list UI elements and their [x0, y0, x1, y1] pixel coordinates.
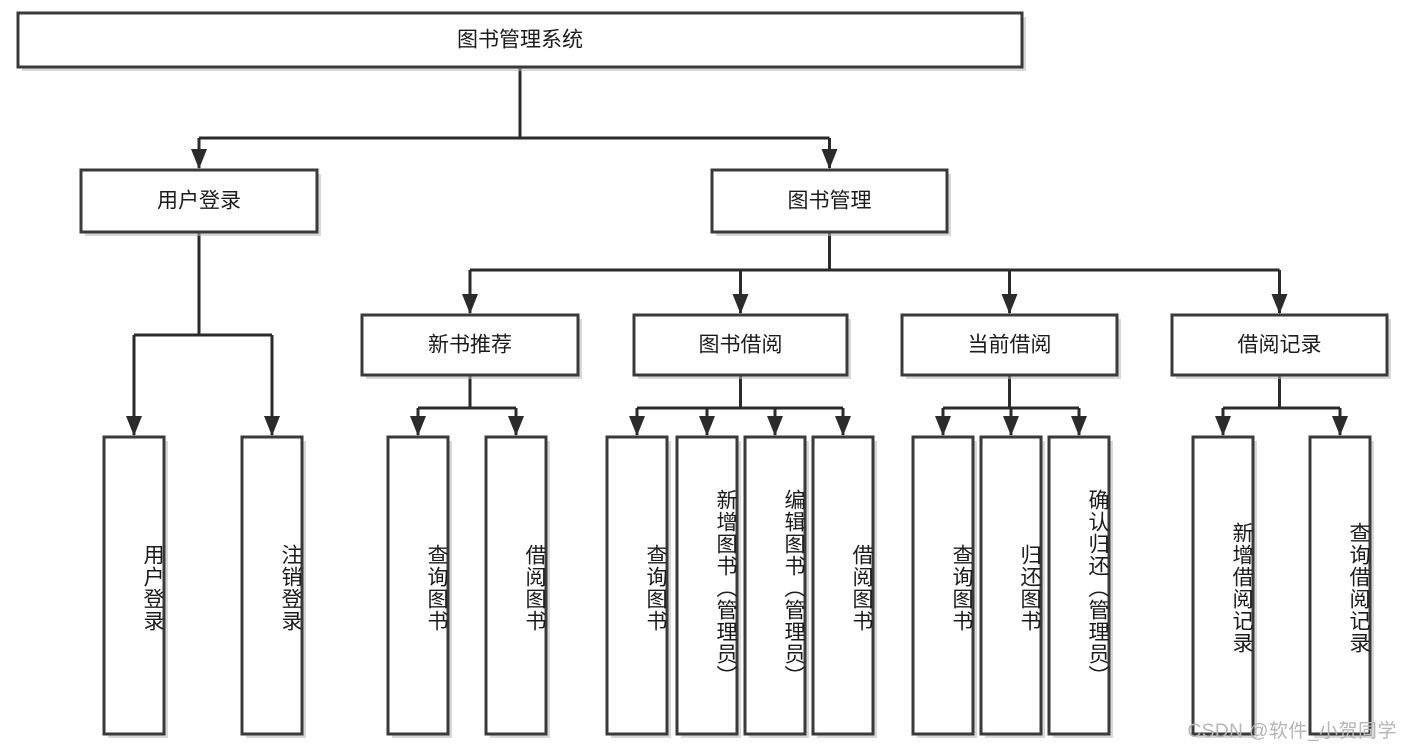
arrow-mgmt-2: [1001, 294, 1018, 314]
node-level2-label-1: 图书管理: [788, 190, 872, 213]
node-leaf-11[interactable]: [1191, 435, 1255, 736]
arrow-root-0: [191, 149, 207, 169]
node-leaf-0[interactable]: [102, 435, 166, 736]
node-level3-label-0: 新书推荐: [428, 334, 512, 357]
arrow-mgmt-3: [1271, 294, 1288, 314]
arrow-branch-1-1: [508, 416, 524, 436]
arrow-branch-4-0: [1215, 416, 1231, 436]
node-root-label: 图书管理系统: [457, 29, 583, 52]
arrow-root-1: [821, 149, 838, 169]
arrow-branch-1-0: [410, 416, 426, 436]
connector-layer: [126, 67, 1348, 436]
node-leaf-9[interactable]: [979, 435, 1043, 736]
arrow-branch-2-0: [629, 416, 645, 436]
node-leaf-5[interactable]: [675, 435, 739, 736]
node-level3-1[interactable]: [632, 313, 849, 377]
node-level3-2[interactable]: [900, 313, 1119, 377]
node-leaf-2[interactable]: [386, 435, 450, 736]
node-leaf-10[interactable]: [1047, 435, 1111, 736]
node-level3-0[interactable]: [360, 313, 580, 377]
node-leaf-8[interactable]: [911, 435, 975, 736]
node-box-layer: [16, 11, 1391, 738]
node-level3-label-3: 借阅记录: [1238, 334, 1322, 357]
arrow-branch-2-3: [835, 416, 851, 436]
node-level2-0[interactable]: [79, 168, 319, 234]
arrow-mgmt-1: [732, 294, 749, 314]
arrow-branch-3-0: [935, 416, 951, 436]
node-root[interactable]: [16, 11, 1024, 69]
node-level3-label-1: 图书借阅: [699, 334, 783, 357]
node-leaf-7[interactable]: [811, 435, 875, 736]
arrow-branch-4-1: [1332, 416, 1348, 436]
arrow-branch-2-1: [699, 416, 715, 436]
arrow-branch-0-0: [126, 416, 142, 436]
node-leaf-1[interactable]: [240, 435, 304, 736]
node-level2-label-0: 用户登录: [157, 190, 241, 213]
node-level2-1[interactable]: [710, 168, 949, 234]
node-leaf-12[interactable]: [1308, 435, 1372, 736]
arrow-branch-2-2: [767, 416, 783, 436]
csdn-watermark: CSDN @软件_小贺同学: [1187, 721, 1397, 742]
node-level3-label-2: 当前借阅: [968, 334, 1052, 357]
arrow-branch-3-1: [1003, 416, 1019, 436]
node-leaf-3[interactable]: [484, 435, 548, 736]
node-leaf-4[interactable]: [605, 435, 669, 736]
arrow-mgmt-0: [462, 294, 478, 314]
arrow-branch-3-2: [1071, 416, 1087, 436]
node-leaf-6[interactable]: [743, 435, 807, 736]
arrow-branch-0-1: [264, 416, 280, 436]
node-level3-3[interactable]: [1170, 313, 1389, 377]
